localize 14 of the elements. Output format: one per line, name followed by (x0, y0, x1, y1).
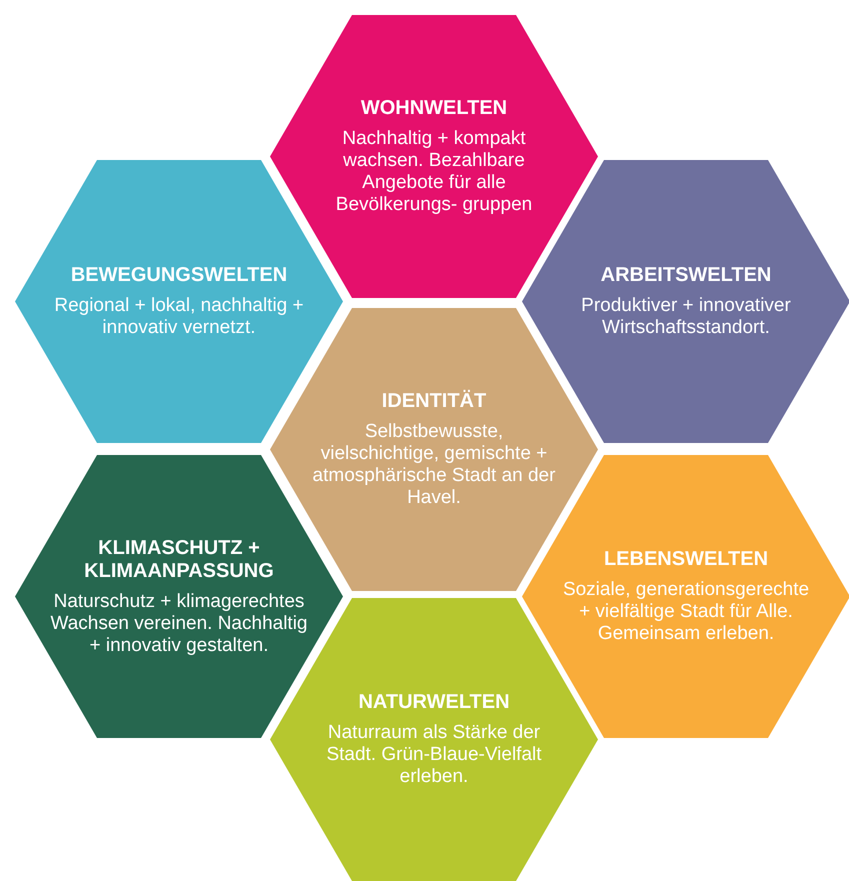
tile-description: Naturraum als Stärke der Stadt. Grün-Blaue-Vielfalt erleben. (325, 722, 543, 788)
tile-description: Selbstbewusste, vielschichtige, gemischte + atmosphärische Stadt an der Havel. (312, 421, 556, 509)
tile-heading: LEBENSWELTEN (604, 548, 768, 571)
tile-description: Nachhaltig + kompakt wachsen. Bezahlbare Angebote für alle Bevölkerungs- gruppen (334, 128, 534, 216)
tile-description: Naturschutz + klimagerechtes Wachsen vereinen. Nachhaltig + innovativ gestalten. (50, 590, 308, 656)
tile-heading: KLIMASCHUTZ + KLIMAANPASSUNG (83, 536, 275, 582)
tile-description: Produktiver + innovativer Wirtschaftsstandort. (580, 295, 792, 339)
tile-heading: WOHNWELTEN (360, 97, 508, 120)
tile-heading: ARBEITSWELTEN (600, 264, 772, 287)
tile-description: Regional + lokal, nachhaltig + innovativ vernetzt. (53, 295, 305, 339)
tile-heading: BEWEGUNGSWELTEN (70, 264, 288, 287)
tile-heading: NATURWELTEN (358, 691, 510, 714)
tile-heading: IDENTITÄT (382, 390, 486, 413)
tile-description: Soziale, generationsgerechte + vielfältige Stadt für Alle. Gemeinsam erleben. (562, 579, 810, 645)
